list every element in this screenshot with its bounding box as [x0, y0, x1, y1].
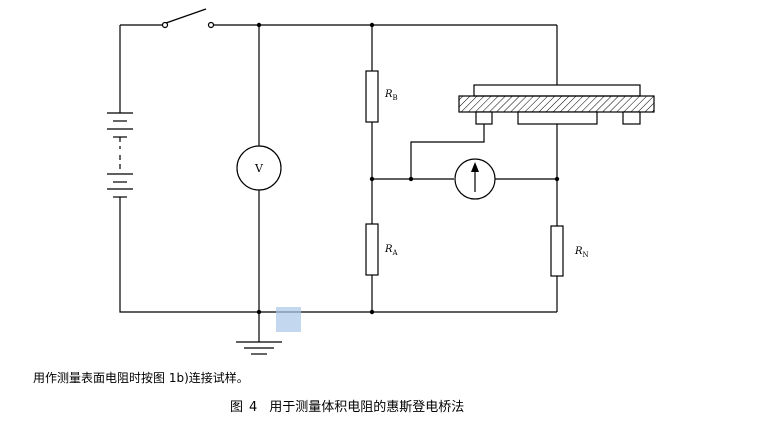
specimen-hatched — [458, 95, 655, 113]
guard-electrode-left — [475, 111, 493, 125]
measuring-electrode — [517, 111, 598, 125]
ground-icon — [236, 312, 282, 355]
voltmeter-icon: V — [236, 145, 282, 191]
galvanometer-icon — [454, 158, 496, 200]
caption-title: 用于测量体积电阻的惠斯登电桥法 — [269, 400, 465, 415]
caption-figure-word: 图 — [230, 400, 244, 415]
battery-lower-wire — [119, 197, 557, 313]
resistor-rb — [365, 70, 379, 123]
caption-figure-number: 4 — [249, 400, 258, 415]
top-electrode — [473, 84, 641, 97]
resistor-ra-label: RA — [384, 244, 399, 257]
voltmeter-label: V — [254, 162, 264, 175]
specimen-assembly — [458, 84, 655, 125]
junction-dot — [369, 309, 375, 315]
junction-dot — [369, 176, 375, 182]
junction-dot — [369, 22, 375, 28]
junction-dot — [256, 309, 262, 315]
watermark-logo — [276, 307, 301, 332]
battery-icon — [107, 112, 133, 198]
resistor-rn — [550, 225, 564, 277]
resistor-rb-label: RB — [384, 89, 398, 102]
junction-dot — [256, 22, 262, 28]
guard-electrode-right — [622, 111, 641, 125]
resistor-ra — [365, 223, 379, 276]
junction-dot — [408, 176, 414, 182]
guard-connection-wire — [410, 124, 485, 179]
switch-icon — [161, 8, 215, 29]
figure-note: 用作测量表面电阻时按图 1b)连接试样。 — [33, 371, 249, 385]
junction-dot — [554, 176, 560, 182]
resistor-rn-label: RN — [574, 246, 589, 259]
